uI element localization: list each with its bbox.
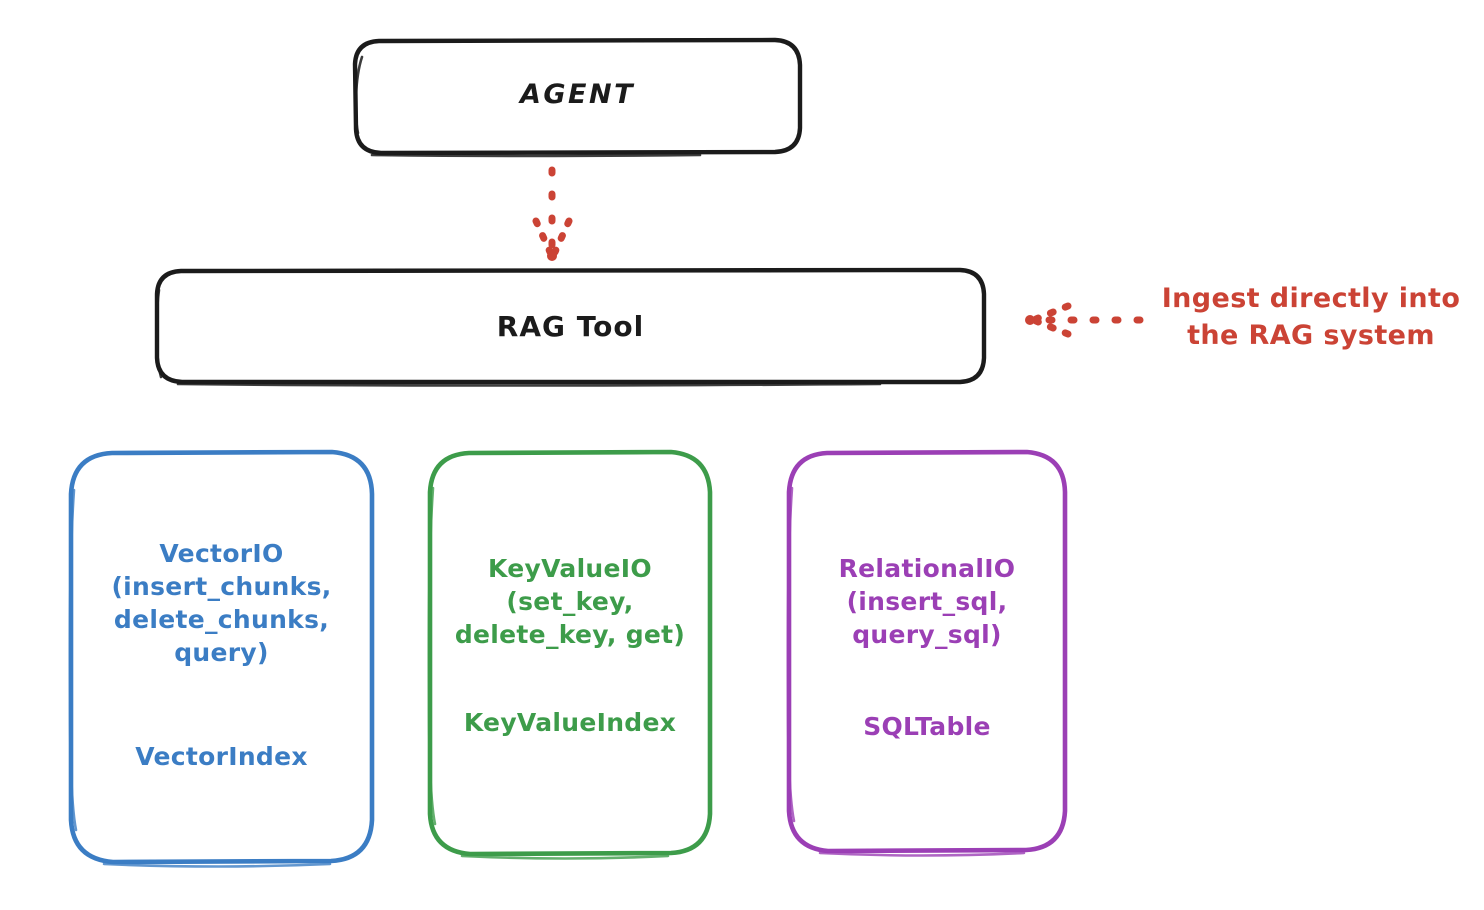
keyvalue-io-box-sketch-overstroke (427, 486, 670, 860)
agent-node[interactable] (352, 37, 803, 158)
rag-tool-label: RAG Tool (496, 310, 645, 343)
keyvalue-io-node[interactable] (427, 449, 713, 860)
keyvalue-io-title: KeyValueIO (set_key, delete_key, get) (454, 554, 686, 649)
ingest-note-arrow-head-bottom (1032, 317, 1072, 338)
vector-io-title: VectorIO (insert_chunks, delete_chunks, … (111, 539, 332, 667)
keyvalue-io-subtitle: KeyValueIndex (463, 708, 677, 737)
agent-to-rag-arrow-tip (547, 251, 557, 261)
vector-io-box-outline (68, 449, 375, 865)
agent-box-sketch-overstroke (354, 55, 702, 158)
ingest-note-arrow-tip (1025, 315, 1035, 325)
agent-to-rag-arrow-head-left (532, 217, 554, 256)
rag-tool-box-sketch-overstroke (155, 288, 882, 387)
vector-io-subtitle: VectorIndex (135, 742, 308, 771)
rag-tool-box-outline (154, 267, 987, 385)
agent-label: AGENT (519, 79, 635, 110)
relational-io-box-sketch-overstroke (786, 486, 1026, 857)
vector-io-node[interactable] (68, 449, 375, 868)
ingest-annotation-text: Ingest directly into the RAG system (1161, 283, 1461, 352)
agent-box-outline (352, 37, 803, 156)
agent-to-rag-arrow (532, 166, 573, 261)
keyvalue-io-box-outline (427, 449, 713, 857)
agent-to-rag-arrow-head-right (551, 217, 573, 256)
vector-io-box-sketch-overstroke (68, 488, 332, 868)
relational-io-node[interactable] (786, 449, 1068, 857)
ingest-note-arrow (1025, 302, 1144, 338)
relational-io-box-outline (786, 449, 1068, 854)
relational-io-subtitle: SQLTable (863, 712, 991, 741)
ingest-note-arrow-head-top (1032, 302, 1072, 323)
relational-io-title: RelationalIO (insert_sql, query_sql) (838, 554, 1016, 649)
rag-tool-node[interactable] (154, 267, 987, 387)
